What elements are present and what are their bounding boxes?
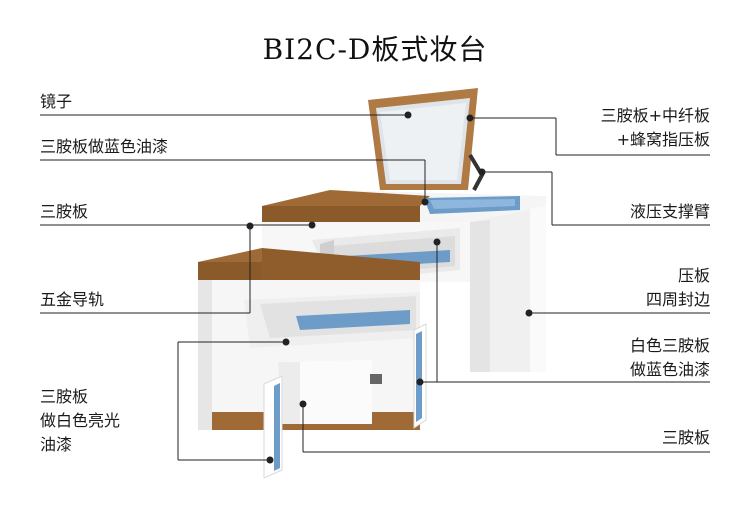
right-leg [470, 206, 546, 372]
label-board-right: 三胺板 [661, 428, 710, 447]
label-line: 做蓝色油漆 [629, 360, 710, 379]
label-mirror-back: 三胺板+中纤板 +蜂窝指压板 [601, 104, 710, 152]
label-white-blue: 白色三胺板 做蓝色油漆 [630, 334, 710, 382]
label-line: 油漆 [40, 435, 73, 454]
flip-mirror [368, 88, 478, 190]
label-line: +蜂窝指压板 [616, 130, 710, 149]
page-title: BI2C-D板式妆台 [262, 33, 488, 66]
label-line: 压板 [677, 266, 710, 285]
label-gloss-white: 三胺板 做白色亮光 油漆 [40, 385, 120, 457]
cabinet-body [198, 280, 427, 479]
label-board-blue-paint: 三胺板做蓝色油漆 [40, 137, 169, 156]
cabinet-top [198, 248, 420, 282]
label-line: 三胺板+中纤板 [600, 106, 710, 125]
desk-top [262, 190, 546, 222]
label-edge-banding: 压板 四周封边 [646, 264, 710, 312]
label-mirror: 镜子 [40, 92, 73, 111]
label-board-left: 三胺板 [40, 202, 89, 221]
label-hydraulic-arm: 液压支撑臂 [629, 202, 710, 221]
label-line: 做白色亮光 [40, 411, 121, 430]
label-hardware-rail: 五金导轨 [40, 290, 105, 309]
leader-lines [40, 111, 710, 464]
label-line: 三胺板 [40, 387, 89, 406]
label-line: 四周封边 [645, 290, 710, 309]
label-line: 白色三胺板 [629, 336, 710, 355]
